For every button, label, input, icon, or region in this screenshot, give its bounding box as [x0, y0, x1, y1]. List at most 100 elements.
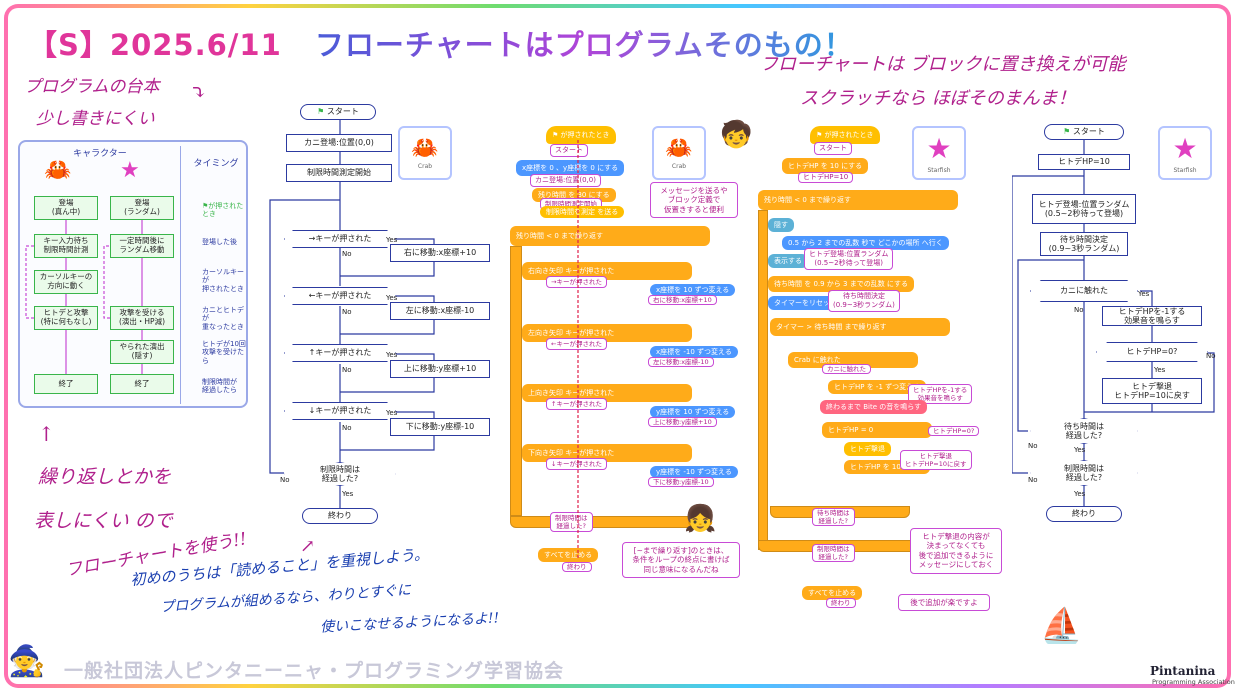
timing-6: 制限時間が 経過したら [202, 378, 237, 395]
s2-d5: 待ち時間は 経過した? [812, 508, 855, 527]
crab-step-1: 登場 (真ん中) [34, 196, 98, 220]
s2-glide[interactable]: 0.5 から 2 までの乱数 秒で どこかの場所 へ行く [782, 236, 949, 250]
flow2-action-1: ヒトデHPを-1する 効果音を鳴らす [1102, 306, 1202, 326]
s1-move-1[interactable]: x座標を 10 ずつ変える [650, 284, 736, 296]
flow1-yes-2: Yes [386, 294, 398, 302]
s2-end: 終わり [826, 598, 856, 609]
s2-red-7: ヒトデHP=0? [928, 426, 980, 437]
timing-3: カーソルキーが 押されたとき [202, 268, 244, 293]
flow2-decision-1: カニに触れた [1030, 280, 1138, 302]
s2-dead[interactable]: ヒトデ撃退 [844, 442, 891, 456]
s2-show[interactable]: 表示する [768, 254, 808, 268]
s1-lab-act-3: 上に移動:y座標+10 [648, 417, 717, 428]
flow1-yes-3: Yes [386, 351, 398, 359]
s2-wait[interactable]: 待ち時間 を 0.9 から 3 までの乱数 にする [768, 276, 915, 292]
s1-if-2[interactable]: 左向き矢印 キーが押された [522, 324, 692, 342]
s1-lab-1: →キーが押された [546, 276, 607, 289]
mascot-icon: 🧙 [8, 644, 46, 679]
crab-step-5: 終了 [34, 374, 98, 394]
s1-move-3[interactable]: y座標を 10 ずつ変える [650, 406, 736, 418]
arrow-up-icon: ↑ [38, 422, 55, 446]
s1-loop[interactable]: 残り時間 < 0 まで繰り返す [510, 226, 710, 246]
s1-if-4[interactable]: 下向き矢印 キーが押された [522, 444, 692, 462]
flow1-no-1: No [342, 250, 352, 258]
note-top-right-2: スクラッチなら ほぼそのまんま！ [800, 88, 1076, 109]
flow2-action-2: ヒトデ撃退 ヒトデHP=10に戻す [1102, 378, 1202, 404]
s1-if-1[interactable]: 右向き矢印 キーが押された [522, 262, 692, 280]
girl-character-icon: 👧 [684, 504, 717, 534]
timing-5: ヒトデが10回 攻撃を受けたら [202, 340, 246, 365]
divider [180, 146, 181, 404]
flow2-no-2: No [1206, 352, 1216, 360]
flow2-node-2: ヒトデ登場:位置ランダム (0.5~2秒待って登場) [1032, 194, 1136, 224]
note-left-mid-2: 表しにくい ので [34, 510, 173, 532]
note-top-left-2: 少し書きにくい [36, 109, 155, 129]
flow1-node-1: カニ登場:位置(0,0) [286, 134, 392, 152]
s1-lab-3: ↑キーが押された [546, 398, 607, 411]
s2-hide[interactable]: 隠す [768, 218, 794, 232]
thumb-crab-2: 🦀Crab [652, 126, 706, 180]
flow1-end: 終わり [302, 508, 378, 524]
flow1-decision-4: ↓キーが押された [284, 402, 396, 420]
crab-icon: 🦀 [665, 136, 693, 161]
s2-d6: 制限時間は 経過した? [812, 544, 855, 563]
flow1-yes-5: Yes [342, 490, 354, 498]
crab-icon: 🦀 [44, 158, 72, 183]
s2-block-1[interactable]: ヒトデHP を 10 にする [782, 158, 869, 174]
star-step-5: 終了 [110, 374, 174, 394]
s1-loop-arm [510, 246, 522, 516]
flow1-no-2: No [342, 308, 352, 316]
s1-loop-end [510, 516, 710, 528]
flow1-start: ⚑ スタート [300, 104, 376, 120]
s1-block-1[interactable]: x座標を 0 、y座標を 0 にする [516, 160, 625, 176]
flowchart-starfish-lines [1012, 140, 1215, 508]
s2-sound[interactable]: 終わるまで Bite の音を鳴らす [820, 400, 928, 414]
logo-name: Pintanina [1150, 664, 1216, 678]
flow2-node-1: ヒトデHP=10 [1038, 154, 1130, 170]
flow1-no-5: No [280, 476, 290, 484]
footer-org: 一般社団法人ピンタニーニャ・プログラミング学習協会 [64, 660, 565, 682]
crab-step-4: ヒトデと攻撃 (特に何もなし) [34, 306, 98, 330]
star-step-2: 一定時間後に ランダム移動 [110, 234, 174, 258]
s1-hat[interactable]: ⚑ が押されたとき [546, 126, 616, 144]
flow2-yes-1: Yes [1138, 290, 1150, 298]
s2-if-1[interactable]: Crab に触れた [788, 352, 918, 368]
s1-move-2[interactable]: x座標を -10 ずつ変える [650, 346, 738, 358]
s2-hat[interactable]: ⚑ が押されたとき [810, 126, 880, 144]
s1-if-3[interactable]: 上向き矢印 キーが押された [522, 384, 692, 402]
s2-reset[interactable]: タイマーをリセット [768, 296, 843, 310]
s2-loop[interactable]: 残り時間 < 0 まで繰り返す [758, 190, 958, 210]
timing-2: 登場した後 [202, 238, 237, 246]
s2-until[interactable]: タイマー > 待ち時間 まで繰り返す [770, 318, 950, 336]
timing-4: カニとヒトデが 重なったとき [202, 306, 244, 331]
s2-note-3: ヒトデ撃退の内容が 決まってなくても 後で追加できるように メッセージにしておく [910, 528, 1002, 574]
starfish-icon: ★ [926, 132, 952, 165]
s2-hp[interactable]: ヒトデHP を -1 ずつ変える [828, 380, 926, 394]
flow1-no-4: No [342, 424, 352, 432]
s2-red-5: カニに触れた [822, 364, 871, 375]
s1-move-4[interactable]: y座標を -10 ずつ変える [650, 466, 738, 478]
s2-stop[interactable]: すべてを止める [802, 586, 863, 600]
s1-red-2: カニ登場:位置(0,0) [530, 174, 601, 187]
thumb-crab-1: 🦀Crab [398, 126, 452, 180]
title-tag: 【S】 [28, 28, 110, 62]
crab-step-3: カーソルキーの 方向に動く [34, 270, 98, 294]
card-arrows [25, 220, 143, 374]
s2-red-8: ヒトデ撃退 ヒトデHP=10に戻す [900, 450, 972, 471]
s1-end: 終わり [562, 562, 592, 573]
head-character: キャラクター [73, 149, 127, 159]
ship-illustration-icon: ⛵ [1040, 606, 1083, 646]
s2-if-2[interactable]: ヒトデHP = 0 [822, 422, 932, 438]
flow2-no-3: No [1028, 442, 1038, 450]
flow1-action-2: 左に移動:x座標-10 [390, 302, 490, 320]
thumb-star-2: ★Starfish [1158, 126, 1212, 180]
flow1-decision-3: ↑キーが押された [284, 344, 396, 362]
s1-block-3[interactable]: 制限時間を測定 を送る [540, 206, 625, 218]
note-top-left-1: プログラムの台本 [24, 77, 160, 97]
flow2-yes-4: Yes [1074, 490, 1086, 498]
s1-stop[interactable]: すべてを止める [538, 548, 599, 562]
s1-redline [577, 140, 579, 560]
flowchart-crab-lines [269, 120, 435, 508]
title-main: フローチャートはプログラムそのもの！ [314, 28, 854, 62]
flow1-node-2: 制限時間測定開始 [286, 164, 392, 182]
